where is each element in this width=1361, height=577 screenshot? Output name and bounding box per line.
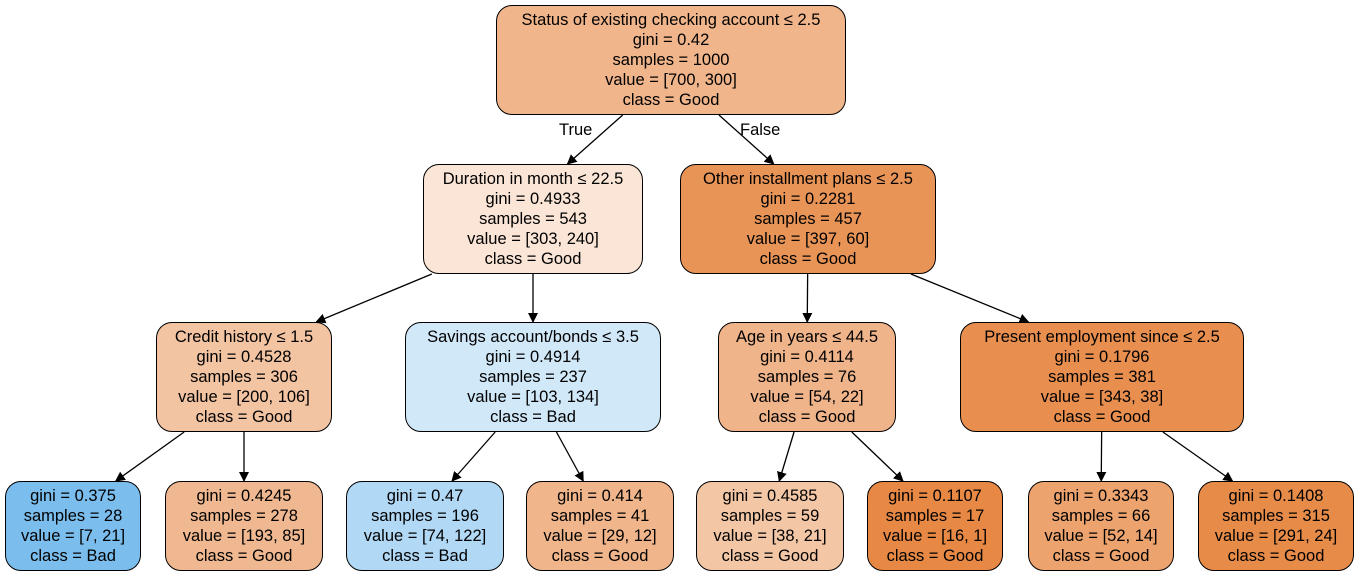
- tree-node-10: gini = 0.414 samples = 41 value = [29, 12]…: [526, 481, 674, 571]
- node-gini: gini = 0.3343: [1053, 487, 1149, 505]
- tree-edge-2-6: [910, 273, 1030, 324]
- node-samples: samples = 17: [885, 507, 985, 525]
- node-value: value = [343, 38]: [1040, 388, 1164, 406]
- node-value: value = [7, 21]: [20, 527, 126, 545]
- tree-edge-5-11: [777, 431, 795, 482]
- node-gini: gini = 0.4245: [196, 487, 292, 505]
- node-gini: gini = 0.1796: [1054, 348, 1150, 366]
- node-samples: samples = 1000: [612, 51, 730, 69]
- node-class: class = Good: [1227, 547, 1325, 565]
- node-value: value = [103, 134]: [467, 388, 599, 406]
- node-class: class = Good: [721, 547, 819, 565]
- node-gini: gini = 0.42: [632, 31, 710, 49]
- node-class: class = Good: [759, 250, 857, 268]
- tree-node-7: gini = 0.375 samples = 28 value = [7, 21] c…: [5, 481, 141, 571]
- node-samples: samples = 315: [1222, 507, 1330, 525]
- node-class: class = Bad: [490, 408, 576, 426]
- node-class: class = Good: [551, 547, 649, 565]
- node-samples: samples = 66: [1051, 507, 1151, 525]
- node-class: class = Bad: [382, 547, 468, 565]
- node-samples: samples = 381: [1048, 368, 1156, 386]
- tree-node-1: Duration in month ≤ 22.5 gini = 0.4933 sam…: [423, 164, 643, 274]
- node-value: value = [200, 106]: [178, 388, 310, 406]
- node-split: Credit history ≤ 1.5: [174, 328, 314, 346]
- tree-edge-0-1: [566, 114, 624, 165]
- node-gini: gini = 0.375: [30, 487, 116, 505]
- node-class: class = Good: [622, 91, 720, 109]
- node-split: Savings account/bonds ≤ 3.5: [427, 328, 639, 346]
- node-samples: samples = 59: [720, 507, 820, 525]
- node-samples: samples = 196: [371, 507, 479, 525]
- tree-node-2: Other installment plans ≤ 2.5 gini = 0.22…: [680, 164, 936, 274]
- tree-node-14: gini = 0.1408 samples = 315 value = [291, …: [1198, 481, 1354, 571]
- tree-edge-5-12: [851, 431, 904, 482]
- node-value: value = [74, 122]: [363, 527, 487, 545]
- tree-node-12: gini = 0.1107 samples = 17 value = [16, 1]…: [867, 481, 1003, 571]
- tree-edge-6-14: [1162, 431, 1234, 482]
- node-split: Other installment plans ≤ 2.5: [703, 170, 913, 188]
- node-samples: samples = 41: [550, 507, 650, 525]
- tree-edge-1-3: [315, 273, 433, 324]
- tree-node-8: gini = 0.4245 samples = 278 value = [193, …: [165, 481, 323, 571]
- node-class: class = Good: [195, 408, 293, 426]
- node-value: value = [303, 240]: [467, 230, 599, 248]
- node-gini: gini = 0.1408: [1228, 487, 1324, 505]
- tree-node-4: Savings account/bonds ≤ 3.5 gini = 0.4914…: [405, 322, 661, 432]
- node-value: value = [54, 22]: [750, 388, 864, 406]
- node-value: value = [700, 300]: [605, 71, 737, 89]
- node-class: class = Good: [195, 547, 293, 565]
- node-value: value = [52, 14]: [1044, 527, 1158, 545]
- node-gini: gini = 0.4528: [196, 348, 292, 366]
- node-class: class = Good: [758, 408, 856, 426]
- node-class: class = Good: [1052, 547, 1150, 565]
- node-samples: samples = 543: [479, 210, 587, 228]
- node-gini: gini = 0.1107: [888, 487, 982, 505]
- node-gini: gini = 0.414: [557, 487, 643, 505]
- node-gini: gini = 0.4585: [722, 487, 818, 505]
- node-class: class = Bad: [30, 547, 116, 565]
- node-class: class = Good: [886, 547, 984, 565]
- node-gini: gini = 0.2281: [760, 190, 856, 208]
- node-gini: gini = 0.4914: [485, 348, 581, 366]
- tree-node-0: Status of existing checking account ≤ 2.…: [496, 5, 846, 115]
- node-split: Present employment since ≤ 2.5: [984, 328, 1220, 346]
- node-class: class = Good: [1053, 408, 1151, 426]
- edge-label-false: False: [740, 121, 781, 139]
- tree-node-5: Age in years ≤ 44.5 gini = 0.4114 samples …: [718, 322, 896, 432]
- node-value: value = [397, 60]: [746, 230, 870, 248]
- tree-node-9: gini = 0.47 samples = 196 value = [74, 122…: [346, 481, 504, 571]
- node-gini: gini = 0.4114: [760, 348, 854, 366]
- node-samples: samples = 457: [754, 210, 862, 228]
- tree-edge-3-7: [114, 431, 185, 482]
- node-split: Age in years ≤ 44.5: [735, 328, 879, 346]
- node-gini: gini = 0.47: [386, 487, 464, 505]
- tree-node-6: Present employment since ≤ 2.5 gini = 0.1…: [960, 322, 1244, 432]
- node-samples: samples = 76: [757, 368, 857, 386]
- node-samples: samples = 28: [23, 507, 123, 525]
- node-value: value = [38, 21]: [713, 527, 827, 545]
- node-value: value = [291, 24]: [1214, 527, 1338, 545]
- edge-label-true: True: [559, 121, 593, 139]
- node-split: Duration in month ≤ 22.5: [442, 170, 624, 188]
- tree-edge-4-10: [555, 431, 584, 482]
- tree-edge-4-9: [451, 431, 496, 482]
- node-samples: samples = 306: [190, 368, 298, 386]
- tree-edge-0-2: [718, 114, 775, 165]
- tree-node-11: gini = 0.4585 samples = 59 value = [38, 21…: [696, 481, 844, 571]
- node-class: class = Good: [484, 250, 582, 268]
- node-value: value = [193, 85]: [182, 527, 306, 545]
- node-gini: gini = 0.4933: [485, 190, 581, 208]
- node-samples: samples = 278: [190, 507, 298, 525]
- tree-node-13: gini = 0.3343 samples = 66 value = [52, 14…: [1028, 481, 1174, 571]
- node-value: value = [16, 1]: [882, 527, 988, 545]
- node-split: Status of existing checking account ≤ 2.…: [521, 11, 821, 29]
- node-value: value = [29, 12]: [543, 527, 657, 545]
- tree-node-3: Credit history ≤ 1.5 gini = 0.4528 samples…: [156, 322, 332, 432]
- node-samples: samples = 237: [479, 368, 587, 386]
